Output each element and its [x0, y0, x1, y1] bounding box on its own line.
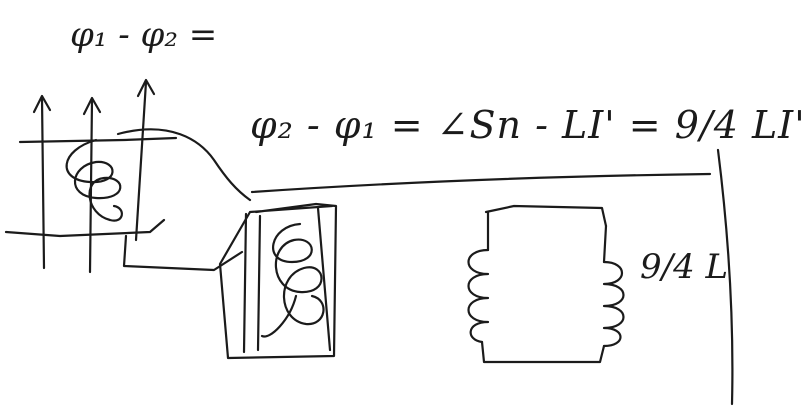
field-lines-sketch: [4, 78, 252, 274]
coil-box-sketch: [218, 202, 338, 360]
circuit-bottom-wire: [480, 340, 606, 364]
right-inductor: [602, 260, 625, 348]
sketch-drawing: [4, 78, 734, 406]
left-inductor: [467, 248, 490, 344]
loop-top-line: [18, 136, 178, 144]
coil-box-inner: [242, 206, 332, 354]
handwritten-sketch-page: φ₁ - φ₂ = φ₂ - φ₁ = ∠Sn - LI' = 9/4 LI' …: [4, 15, 805, 406]
circuit-right-wire: [602, 224, 608, 264]
field-arrow-1-head: [32, 94, 52, 114]
equation-underline: [250, 172, 712, 194]
coil-box-spiral: [260, 222, 325, 338]
field-arrow-2-head: [82, 96, 102, 116]
coil-spiral-left: [65, 138, 123, 222]
circuit-loop-sketch: [467, 204, 625, 364]
top-equation: φ₁ - φ₂ =: [70, 15, 218, 55]
field-arrow-3: [134, 80, 148, 242]
lead-wire: [122, 234, 244, 272]
loop-bottom-line: [4, 218, 166, 238]
circuit-top-wire: [484, 204, 608, 228]
inductance-label: 9/4 L: [640, 247, 729, 287]
right-border-line: [716, 148, 734, 406]
connector-curve: [116, 128, 252, 202]
main-equation: φ₂ - φ₁ = ∠Sn - LI' = 9/4 LI': [250, 103, 806, 147]
field-arrow-1: [40, 96, 46, 270]
field-arrow-3-head: [136, 78, 156, 98]
